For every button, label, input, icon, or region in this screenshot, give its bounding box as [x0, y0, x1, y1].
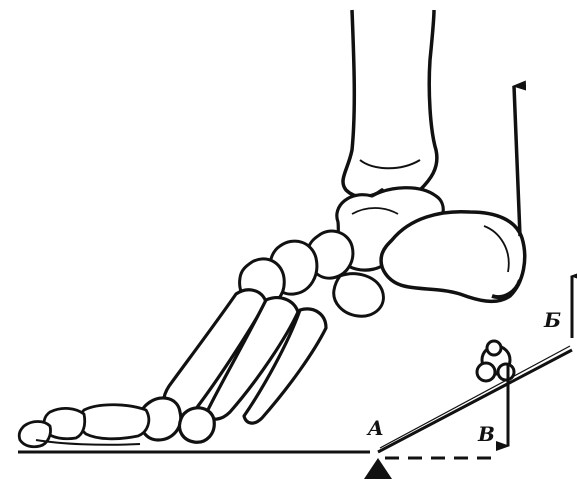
label-v: В — [478, 424, 495, 444]
lever-model — [378, 346, 572, 452]
fulcrum-triangle-icon — [364, 458, 392, 479]
label-b: Б — [544, 310, 561, 330]
ground-line — [18, 452, 492, 458]
label-a: A — [368, 418, 384, 438]
achilles-force-arrow — [514, 86, 520, 236]
toe-phalanges — [19, 405, 149, 447]
tibia-bone — [343, 10, 437, 197]
metatarsal-bones — [140, 290, 326, 442]
